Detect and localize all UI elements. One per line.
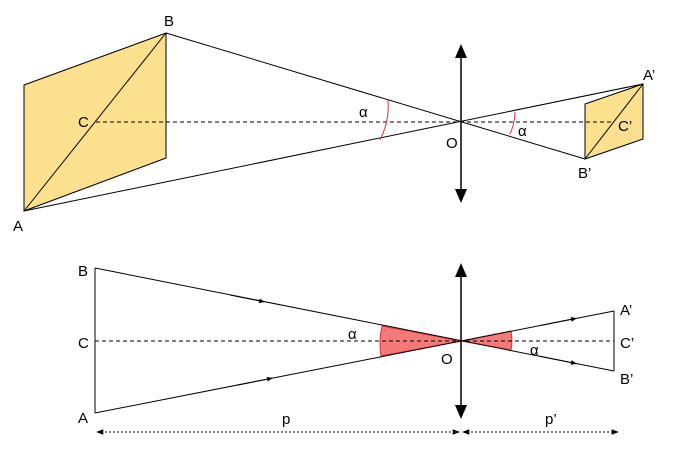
label-c-top: C <box>78 114 89 131</box>
ray-bottom-b <box>94 267 615 372</box>
alpha-arc-left <box>379 99 389 141</box>
label-a-prime-bottom: A’ <box>620 302 632 319</box>
ray-bottom-a <box>94 310 615 414</box>
label-b-prime-bottom: B’ <box>620 371 633 388</box>
ray-arrow-a-left <box>237 376 273 386</box>
label-alpha-right-bottom: α <box>530 342 539 359</box>
label-alpha-left-bottom: α <box>348 326 357 343</box>
label-b-top: B <box>164 13 174 30</box>
label-p: p <box>282 411 290 428</box>
bottom-diagram: B C A O A’ C’ B’ α α p p’ <box>78 263 634 435</box>
ray-arrow-b-left <box>229 294 265 304</box>
lens-top-arrow-down-icon <box>455 189 467 203</box>
lens-top-arrow-up-icon <box>455 44 467 58</box>
ray-arrow-a-right <box>539 317 577 326</box>
ray-b-to-b-prime <box>165 32 586 160</box>
label-o-top: O <box>446 135 458 152</box>
lens-bottom-arrow-up-icon <box>455 263 467 277</box>
label-b-bottom: B <box>78 263 88 280</box>
ray-a-to-a-prime <box>23 83 644 212</box>
label-c-bottom: C <box>78 335 89 352</box>
top-diagram: B C A O A’ C’ B’ α α <box>13 13 655 235</box>
label-c-prime-top: C’ <box>618 118 632 135</box>
image-diagonal <box>584 83 644 160</box>
alpha-arc-right <box>509 111 516 135</box>
object-diagonal <box>23 32 167 212</box>
label-a-top: A <box>13 218 23 235</box>
label-alpha-right-top: α <box>518 123 527 140</box>
ray-arrow-b-right <box>539 355 577 365</box>
label-o-bottom: O <box>441 351 453 368</box>
label-c-prime-bottom: C’ <box>620 335 634 352</box>
label-b-prime-top: B’ <box>578 165 591 182</box>
label-p-prime: p’ <box>545 411 557 428</box>
label-a-bottom: A <box>78 410 88 427</box>
lens-bottom-arrow-down-icon <box>455 405 467 419</box>
label-a-prime-top: A’ <box>643 67 655 84</box>
label-alpha-left-top: α <box>359 104 368 121</box>
